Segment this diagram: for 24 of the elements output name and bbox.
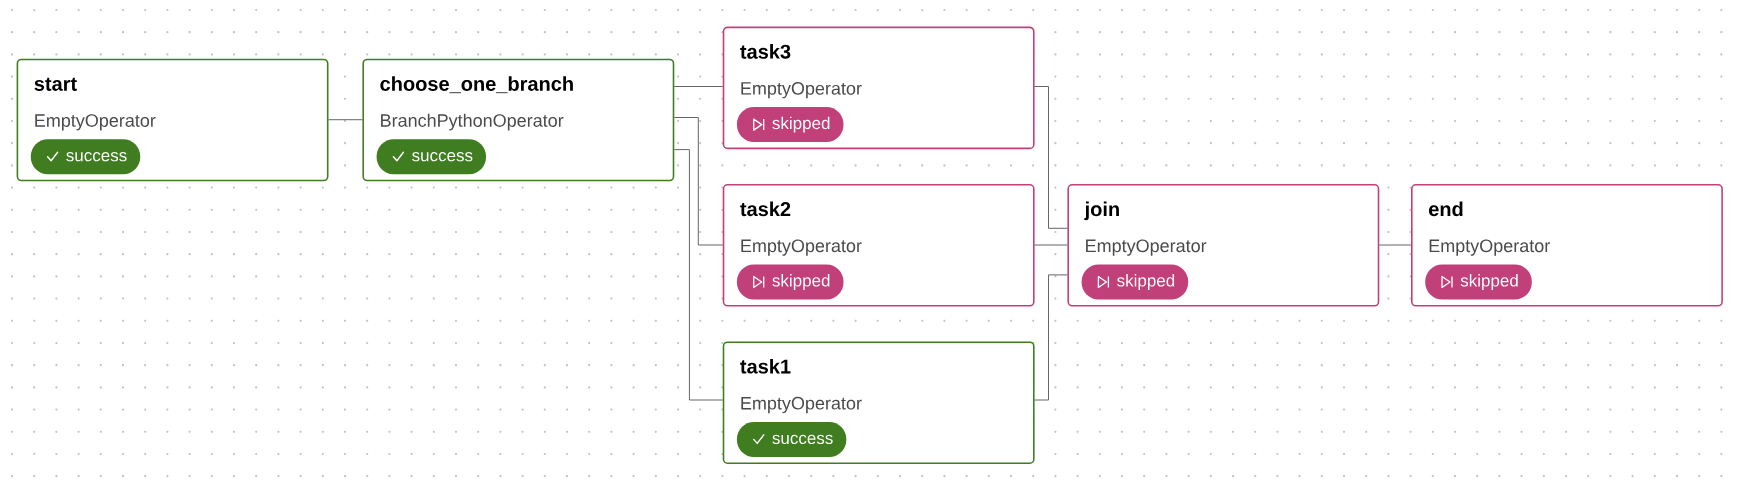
connector-line bbox=[673, 86, 724, 87]
status-badge: success bbox=[376, 139, 486, 175]
operator-label: EmptyOperator bbox=[741, 239, 862, 256]
connector-line bbox=[328, 119, 363, 121]
connector-line bbox=[1034, 244, 1068, 246]
operator-label: EmptyOperator bbox=[1086, 239, 1207, 256]
task-name: task2 bbox=[740, 201, 791, 217]
task-name: end bbox=[1429, 201, 1463, 217]
connector-line bbox=[673, 117, 724, 246]
connector-line bbox=[1034, 274, 1068, 401]
operator-label: EmptyOperator bbox=[1429, 239, 1550, 256]
task-name: join bbox=[1084, 201, 1119, 221]
operator-label: BranchPythonOperator bbox=[381, 113, 564, 131]
status-badge: success bbox=[30, 139, 141, 175]
task-name: start bbox=[34, 77, 77, 91]
operator-label: EmptyOperator bbox=[35, 114, 156, 131]
connector-line bbox=[1378, 244, 1412, 246]
operator-label: EmptyOperator bbox=[741, 396, 862, 414]
connector-line bbox=[673, 149, 724, 401]
task-name: task1 bbox=[740, 358, 791, 374]
operator-label: EmptyOperator bbox=[741, 82, 862, 99]
connector-line bbox=[1034, 86, 1068, 229]
task-name: task3 bbox=[740, 44, 791, 59]
task-name: choose_one_branch bbox=[380, 76, 573, 94]
